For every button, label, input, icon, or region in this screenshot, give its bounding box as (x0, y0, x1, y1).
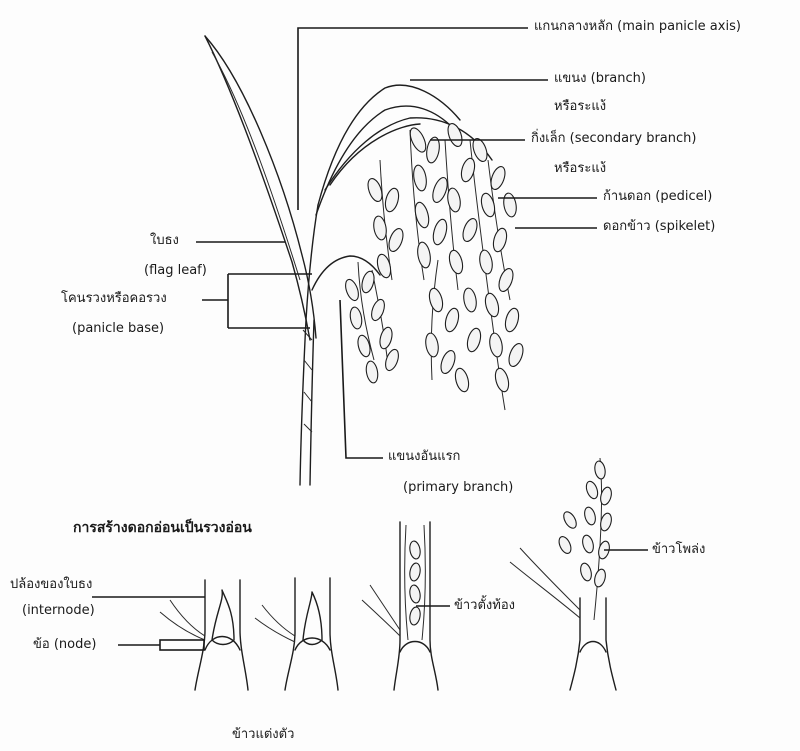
label-node: ข้อ (node) (33, 638, 96, 651)
caption: ข้าวแต่งตัว (232, 728, 294, 741)
flag-leaf (205, 36, 316, 340)
spikelets (343, 122, 526, 393)
label-internode-th: ปล้องของใบธง (10, 578, 92, 591)
label-spikelet: ดอกข้าว (spikelet) (603, 220, 715, 233)
stage-4-heading (510, 458, 616, 690)
section-title: การสร้างดอกอ่อนเป็นรวงอ่อน (73, 521, 252, 535)
label-main-panicle-axis: แกนกลางหลัก (main panicle axis) (534, 20, 741, 33)
label-flag-leaf-th: ใบธง (150, 234, 179, 247)
label-secondary-alt: หรือระแง้ (554, 162, 606, 175)
panicle-axis (312, 85, 492, 290)
label-panicle-base-en: (panicle base) (72, 322, 164, 335)
stage-2 (255, 578, 338, 690)
bottom-leader-lines (92, 550, 648, 650)
stem (300, 205, 318, 485)
label-heading: ข้าวโพล่ง (652, 543, 705, 556)
label-branch-alt: หรือระแง้ (554, 100, 606, 113)
label-branch: แขนง (branch) (554, 72, 646, 85)
label-pedicel: ก้านดอก (pedicel) (603, 190, 712, 203)
label-panicle-base-th: โคนรวงหรือคอรวง (61, 292, 167, 305)
label-flag-leaf-en: (flag leaf) (144, 264, 207, 277)
label-booting: ข้าวตั้งท้อง (454, 599, 515, 612)
label-primary-branch-en: (primary branch) (403, 481, 513, 494)
label-primary-branch-th: แขนงอันแรก (388, 450, 460, 463)
label-secondary-branch: กิ่งเล็ก (secondary branch) (531, 132, 696, 145)
label-internode-en: (internode) (22, 604, 95, 617)
